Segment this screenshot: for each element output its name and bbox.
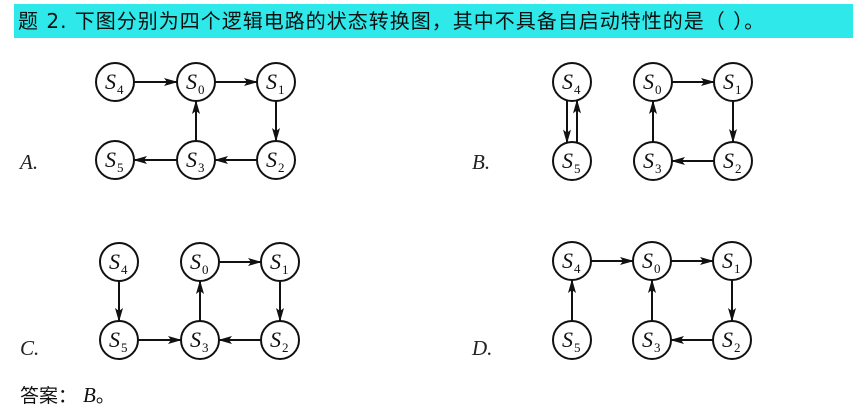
state-label: S5 bbox=[562, 327, 581, 355]
state-node-s2: S2 bbox=[712, 320, 752, 360]
state-circle bbox=[95, 62, 135, 102]
option-b-label: B. bbox=[472, 150, 491, 174]
state-node-s4: S4 bbox=[552, 241, 592, 281]
state-circle bbox=[99, 242, 139, 282]
state-node-s4: S4 bbox=[99, 242, 139, 282]
state-node-s0: S0 bbox=[632, 241, 672, 281]
state-circle bbox=[632, 241, 672, 281]
state-node-s1: S1 bbox=[260, 242, 300, 282]
state-label: S3 bbox=[643, 148, 662, 176]
state-node-s5: S5 bbox=[99, 320, 139, 360]
state-label: S2 bbox=[270, 327, 289, 355]
state-node-s1: S1 bbox=[712, 241, 752, 281]
option-d-label: D. bbox=[472, 336, 493, 360]
state-circle bbox=[180, 242, 220, 282]
state-label: S0 bbox=[643, 69, 662, 97]
state-node-s3: S3 bbox=[176, 140, 216, 180]
state-label: S1 bbox=[270, 249, 289, 277]
state-node-s3: S3 bbox=[633, 141, 673, 181]
state-label: S4 bbox=[562, 248, 581, 276]
state-label: S2 bbox=[722, 327, 741, 355]
state-circle bbox=[713, 62, 753, 102]
state-label: S3 bbox=[190, 327, 209, 355]
state-label: S5 bbox=[105, 147, 124, 175]
state-node-s4: S4 bbox=[95, 62, 135, 102]
state-circle bbox=[260, 242, 300, 282]
state-label: S4 bbox=[109, 249, 128, 277]
state-node-s3: S3 bbox=[632, 320, 672, 360]
state-label: S1 bbox=[723, 69, 742, 97]
state-label: S1 bbox=[266, 69, 285, 97]
answer-prefix: 答案： bbox=[20, 385, 78, 407]
state-circle bbox=[260, 320, 300, 360]
state-label: S4 bbox=[562, 69, 581, 97]
state-circle bbox=[712, 320, 752, 360]
state-node-s2: S2 bbox=[256, 140, 296, 180]
state-label: S2 bbox=[723, 148, 742, 176]
state-label: S3 bbox=[642, 327, 661, 355]
state-node-s5: S5 bbox=[552, 141, 592, 181]
state-node-s0: S0 bbox=[633, 62, 673, 102]
state-label: S5 bbox=[562, 148, 581, 176]
state-circle bbox=[552, 241, 592, 281]
state-circle bbox=[633, 141, 673, 181]
state-circle bbox=[713, 141, 753, 181]
state-circle bbox=[552, 320, 592, 360]
state-node-s1: S1 bbox=[256, 62, 296, 102]
state-circle bbox=[180, 320, 220, 360]
state-circle bbox=[256, 140, 296, 180]
state-circle bbox=[176, 140, 216, 180]
state-circle bbox=[176, 62, 216, 102]
answer-suffix: 。 bbox=[95, 385, 115, 407]
option-a-label: A. bbox=[20, 150, 39, 174]
state-node-s0: S0 bbox=[176, 62, 216, 102]
state-label: S4 bbox=[105, 69, 124, 97]
state-node-s0: S0 bbox=[180, 242, 220, 282]
state-label: S0 bbox=[186, 69, 205, 97]
state-circle bbox=[256, 62, 296, 102]
state-circle bbox=[99, 320, 139, 360]
state-label: S5 bbox=[109, 327, 128, 355]
option-c-label: C. bbox=[20, 336, 40, 360]
state-label: S0 bbox=[642, 248, 661, 276]
state-circle bbox=[552, 62, 592, 102]
state-node-s1: S1 bbox=[713, 62, 753, 102]
state-node-s5: S5 bbox=[552, 320, 592, 360]
state-node-s2: S2 bbox=[713, 141, 753, 181]
state-circle bbox=[632, 320, 672, 360]
state-label: S3 bbox=[186, 147, 205, 175]
state-circle bbox=[712, 241, 752, 281]
state-label: S2 bbox=[266, 147, 285, 175]
state-node-s5: S5 bbox=[95, 140, 135, 180]
state-circle bbox=[633, 62, 673, 102]
state-node-s4: S4 bbox=[552, 62, 592, 102]
state-circle bbox=[552, 141, 592, 181]
answer-line: 答案：B。 bbox=[20, 381, 115, 408]
state-node-s3: S3 bbox=[180, 320, 220, 360]
question-text: 题 2. 下图分别为四个逻辑电路的状态转换图，其中不具备自启动特性的是（ ）。 bbox=[14, 4, 853, 38]
state-label: S1 bbox=[722, 248, 741, 276]
answer-value: B bbox=[83, 383, 96, 407]
state-label: S0 bbox=[190, 249, 209, 277]
state-node-s2: S2 bbox=[260, 320, 300, 360]
state-circle bbox=[95, 140, 135, 180]
